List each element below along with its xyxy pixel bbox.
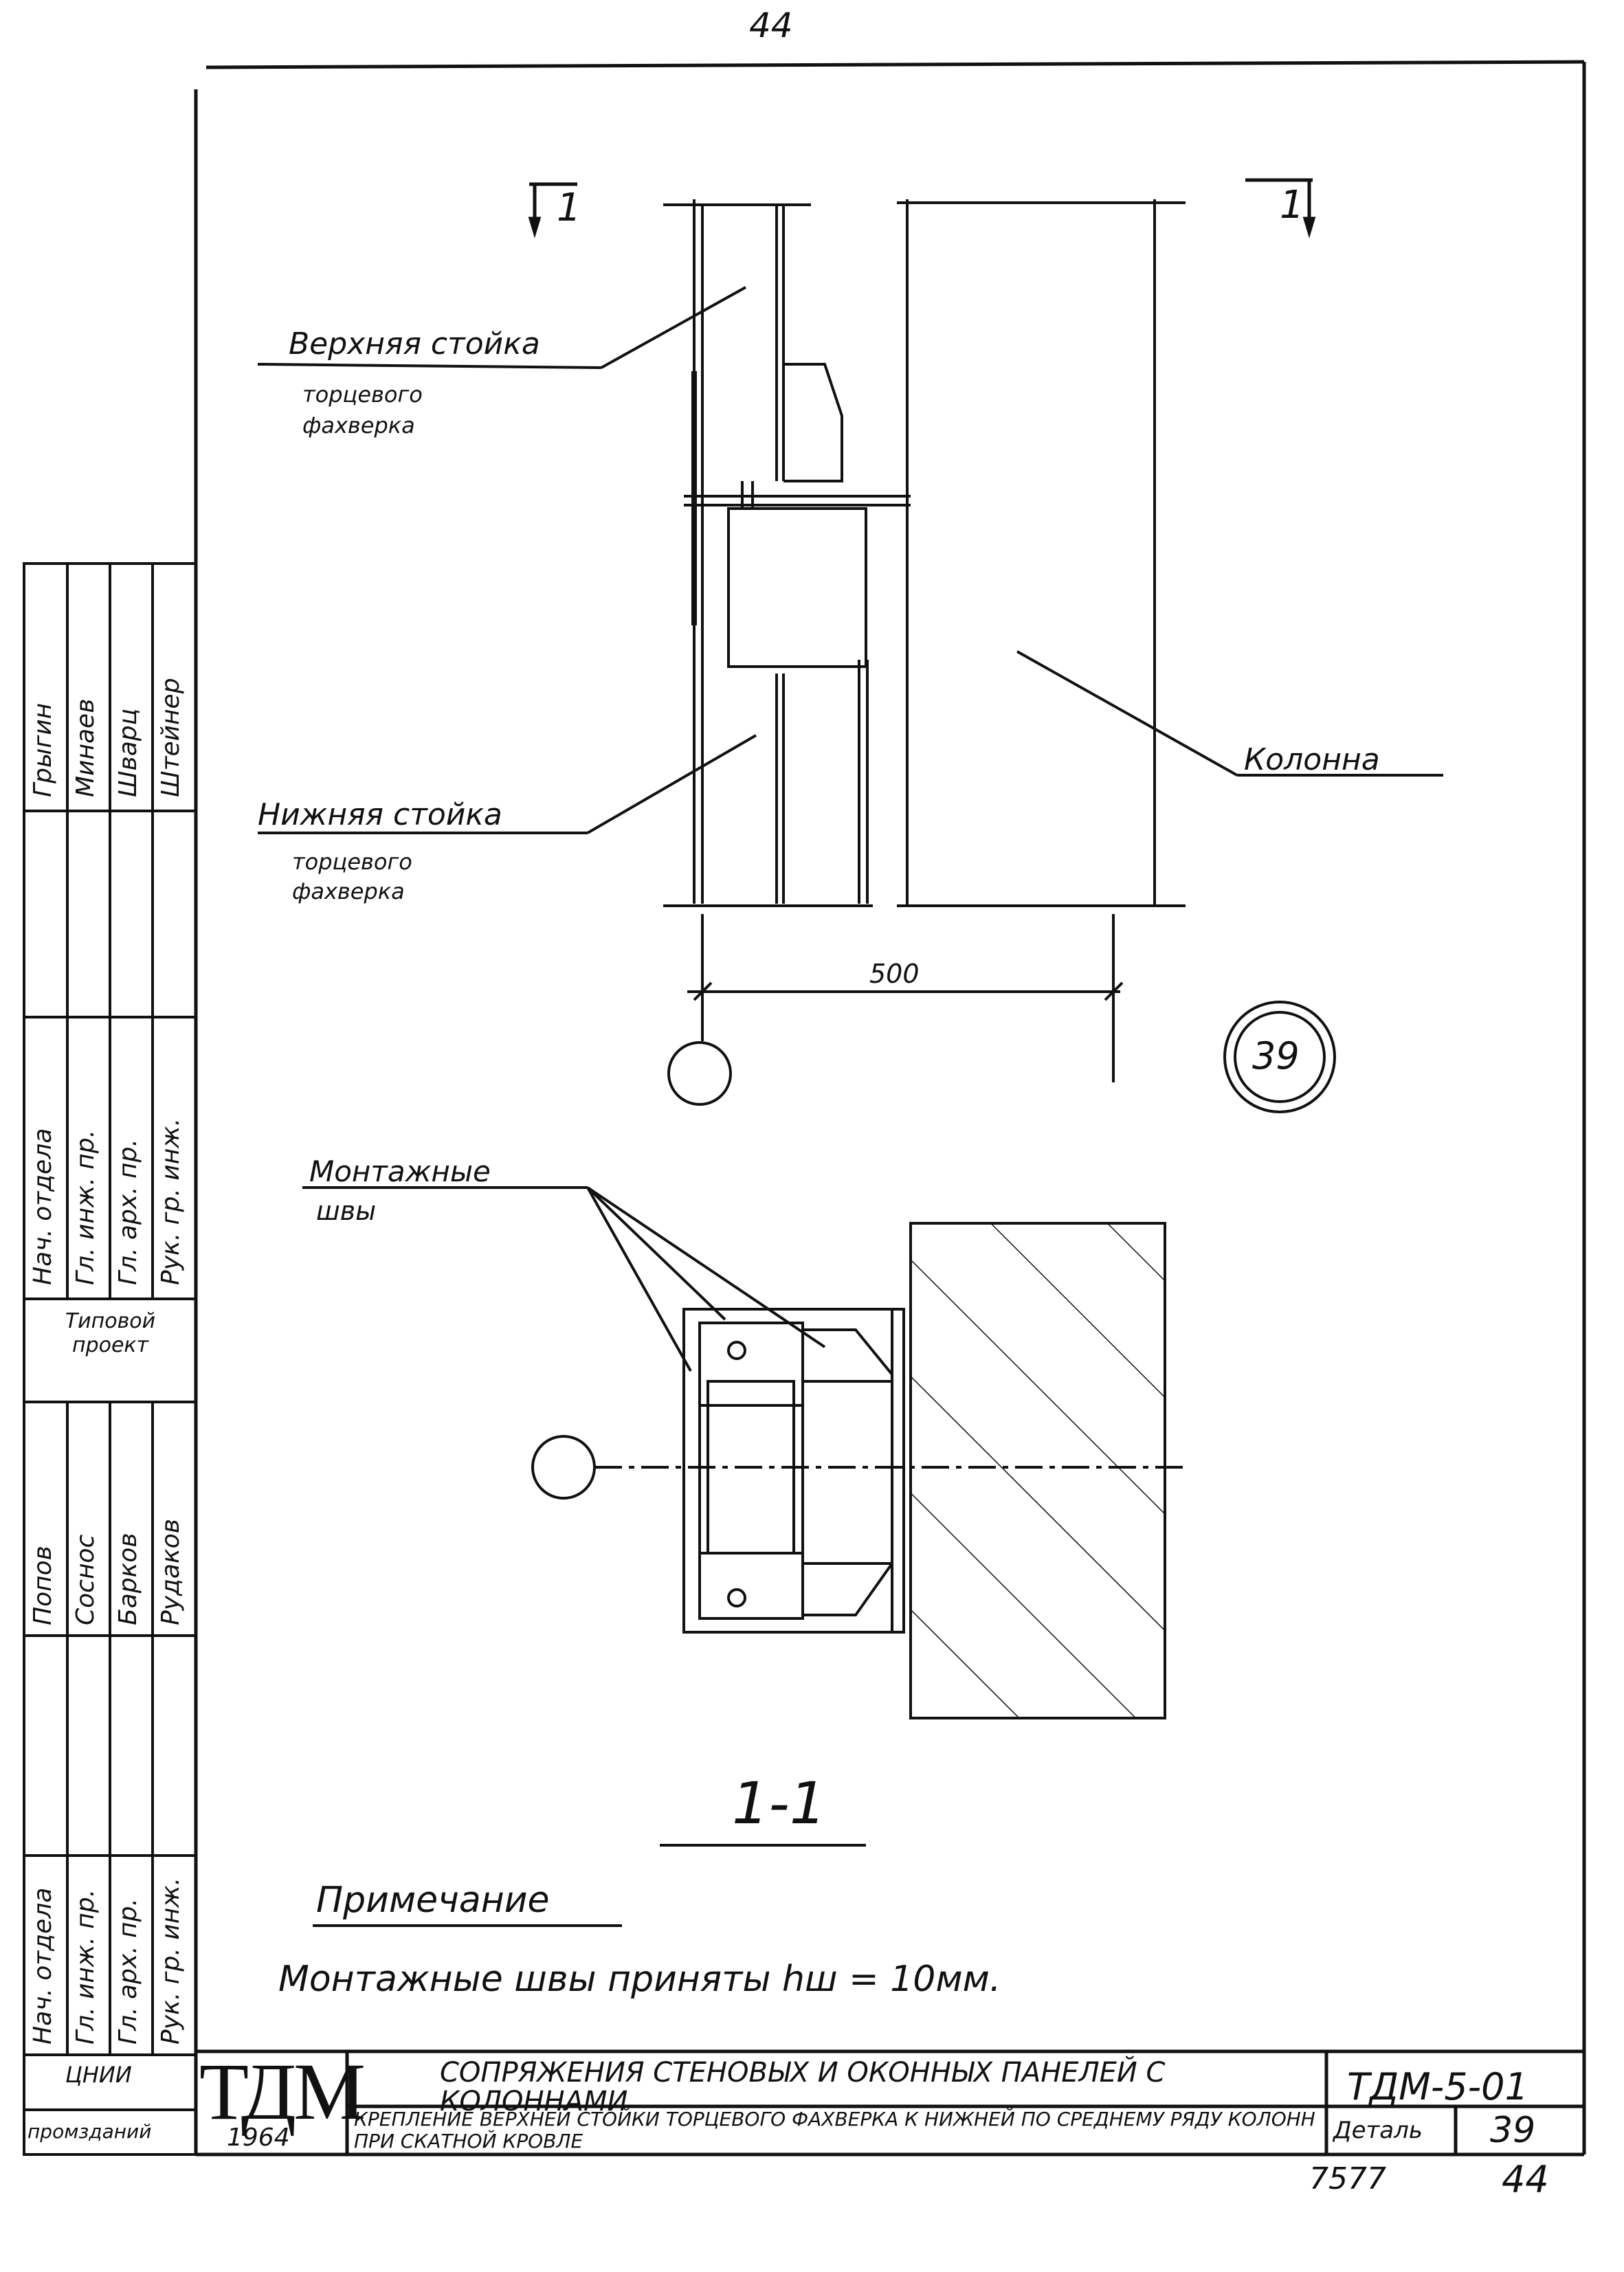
detail-number-circle: 39 xyxy=(1252,1034,1300,1078)
stamp-name-7: Барков xyxy=(114,1533,142,1625)
stamp-project: Типовой проект xyxy=(65,1309,156,1357)
note-title: Примечание xyxy=(316,1880,550,1921)
sheet-number: 44 xyxy=(1502,2158,1549,2201)
section-mark-left: 1 xyxy=(557,186,581,230)
stamp-role-1: Нач. отдела xyxy=(29,1128,57,1285)
detail-no: 39 xyxy=(1490,2110,1536,2151)
section-title: 1-1 xyxy=(732,1770,827,1837)
welds-label: Монтажные xyxy=(309,1155,491,1188)
page-number-top: 44 xyxy=(749,5,793,45)
stamp-name-4: Штейнер xyxy=(157,678,185,797)
stamp-name-2: Минаев xyxy=(71,698,100,797)
stamp-name-8: Рудаков xyxy=(157,1519,185,1625)
stamp-role-6: Гл. инж. пр. xyxy=(71,1889,100,2045)
stamp-name-3: Шварц xyxy=(114,708,142,797)
column-label: Колонна xyxy=(1244,742,1380,777)
lower-post-sub2: фахверка xyxy=(292,878,405,904)
stamp-role-7: Гл. арх. пр. xyxy=(114,1898,142,2045)
stamp-role-5: Нач. отдела xyxy=(29,1887,57,2045)
drawing-subtitle: Крепление верхней стойки торцевого фахве… xyxy=(354,2108,1315,2152)
lower-post-label: Нижняя стойка xyxy=(258,797,502,832)
stamp-org-2: промзданий xyxy=(27,2120,152,2143)
drawing-code: ТДМ-5-01 xyxy=(1347,2065,1528,2108)
stamp-name-6: Соснос xyxy=(71,1534,100,1625)
stamp-role-4: Рук. гр. инж. xyxy=(157,1117,185,1285)
stamp-role-3: Гл. арх. пр. xyxy=(114,1139,142,1285)
welds-sub-label: швы xyxy=(316,1196,377,1226)
document-number: 7577 xyxy=(1309,2161,1386,2196)
stamp-role-8: Рук. гр. инж. xyxy=(157,1877,185,2045)
lower-post-sub1: торцевого xyxy=(292,849,412,875)
logo: ТДМ xyxy=(199,2047,366,2137)
dimension-label: 500 xyxy=(869,959,920,989)
upper-post-sub1: торцевого xyxy=(302,381,423,408)
upper-post-label: Верхняя стойка xyxy=(289,326,540,361)
drawing-title: Сопряжения стеновых и оконных панелей с … xyxy=(440,2057,1166,2117)
detail-label: Деталь xyxy=(1333,2117,1423,2144)
stamp-org-1: ЦНИИ xyxy=(65,2062,132,2088)
stamp-role-2: Гл. инж. пр. xyxy=(71,1129,100,1285)
year: 1964 xyxy=(227,2124,290,2152)
section-mark-right: 1 xyxy=(1280,183,1304,227)
stamp-name-5: Попов xyxy=(29,1546,57,1625)
stamp-name-1: Грыгин xyxy=(29,702,57,797)
note-text: Монтажные швы приняты hш = 10мм. xyxy=(278,1959,1001,2000)
upper-post-sub2: фахверка xyxy=(302,412,415,438)
